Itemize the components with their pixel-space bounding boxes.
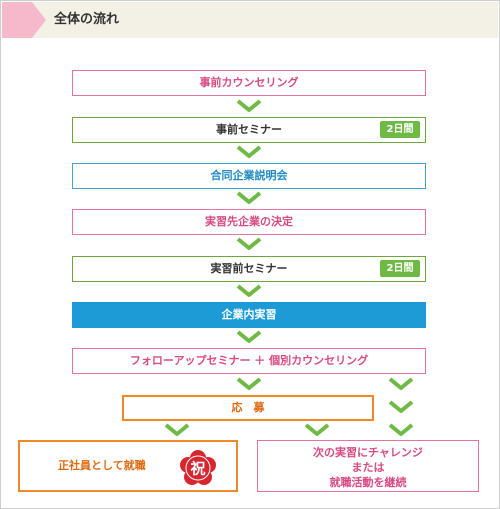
section-header: 全体の流れ xyxy=(2,2,498,38)
step-apply: 応 募 xyxy=(122,395,374,421)
flow-arrow-icon xyxy=(388,400,414,413)
step-label: フォローアップセミナー ＋ 個別カウンセリング xyxy=(129,354,369,367)
celebration-seal-icon: 祝 xyxy=(180,450,216,485)
duration-badge: 2日間 xyxy=(380,121,420,138)
step-company-decision: 実習先企業の決定 xyxy=(72,209,426,235)
step-label: 事前カウンセリング xyxy=(199,76,299,89)
flow-arrow-icon xyxy=(236,191,262,204)
flow-arrow-icon xyxy=(236,377,262,390)
step-joint-briefing: 合同企業説明会 xyxy=(72,163,426,189)
step-pre-counseling: 事前カウンセリング xyxy=(72,70,426,96)
flow-arrow-icon xyxy=(388,377,414,390)
step-label: 合同企業説明会 xyxy=(210,169,288,182)
flow-arrow-icon xyxy=(236,145,262,158)
outcome-next-challenge: 次の実習にチャレンジ または 就職活動を継続 xyxy=(257,440,479,492)
outcome-line: または xyxy=(351,461,385,474)
step-label: 事前セミナー xyxy=(216,123,282,136)
flow-arrow-icon xyxy=(164,423,190,436)
outcome-line: 就職活動を継続 xyxy=(329,476,407,489)
step-pre-training-seminar: 実習前セミナー 2日間 xyxy=(72,256,426,282)
step-pre-seminar: 事前セミナー 2日間 xyxy=(72,117,426,143)
flow-arrow-icon xyxy=(236,284,262,297)
outcome-line: 次の実習にチャレンジ xyxy=(313,446,423,459)
flow-arrow-icon xyxy=(388,423,414,436)
step-internship: 企業内実習 xyxy=(72,302,426,328)
flow-arrow-icon xyxy=(236,99,262,112)
header-accent-tab xyxy=(2,2,32,38)
seal-char: 祝 xyxy=(190,460,205,478)
duration-badge: 2日間 xyxy=(380,260,420,277)
step-follow-up: フォローアップセミナー ＋ 個別カウンセリング xyxy=(72,348,426,374)
header-accent-arrow xyxy=(32,2,46,38)
step-label: 実習先企業の決定 xyxy=(205,215,293,228)
step-label: 企業内実習 xyxy=(221,308,277,321)
step-label: 応 募 xyxy=(231,401,265,414)
flow-arrow-icon xyxy=(304,423,330,436)
flow-arrow-icon xyxy=(236,237,262,250)
page-title: 全体の流れ xyxy=(54,12,120,27)
step-label: 実習前セミナー xyxy=(210,262,288,275)
flow-arrow-icon xyxy=(236,330,262,343)
outcome-label: 正社員として就職 xyxy=(58,459,146,472)
